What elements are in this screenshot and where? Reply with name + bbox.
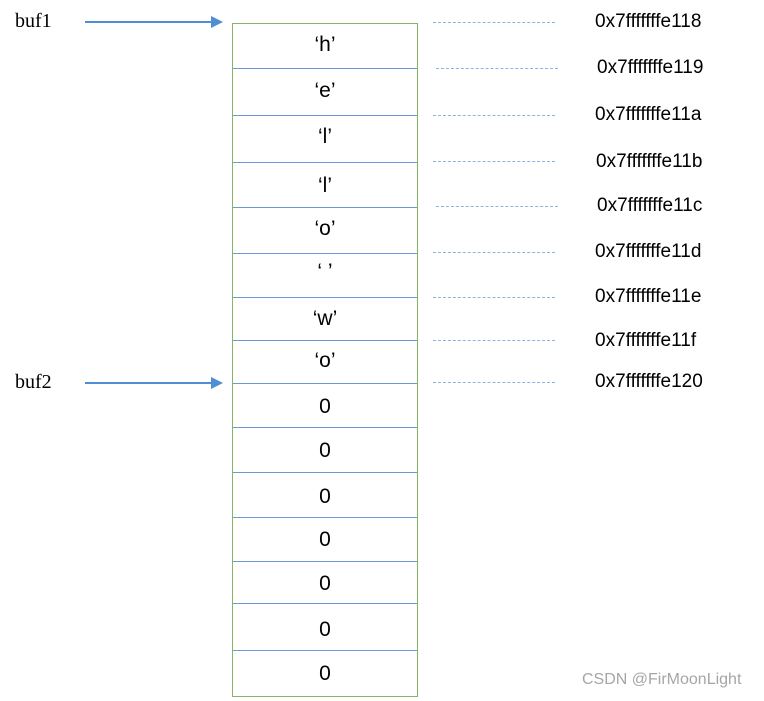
address-leader-line	[433, 340, 555, 341]
memory-cell: 0	[319, 662, 331, 685]
address-leader-line	[433, 22, 555, 23]
cell-divider	[233, 297, 417, 298]
address-leader-line	[433, 382, 555, 383]
cell-divider	[233, 472, 417, 473]
memory-cell: 0	[319, 572, 331, 595]
memory-address: 0x7fffffffe11d	[595, 241, 702, 262]
memory-address: 0x7fffffffe11e	[595, 286, 702, 307]
buf2-label: buf2	[15, 371, 52, 393]
memory-address: 0x7fffffffe120	[595, 371, 703, 392]
memory-cell: 0	[319, 439, 331, 462]
memory-cell: 0	[319, 485, 331, 508]
cell-divider	[233, 68, 417, 69]
address-leader-line	[436, 68, 558, 69]
watermark: CSDN @FirMoonLight	[582, 671, 742, 688]
memory-address: 0x7fffffffe11a	[595, 104, 702, 125]
cell-divider	[233, 340, 417, 341]
memory-address: 0x7fffffffe119	[597, 57, 704, 78]
memory-address: 0x7fffffffe11f	[595, 330, 697, 351]
cell-divider	[233, 561, 417, 562]
memory-cell: ‘l’	[318, 125, 332, 148]
address-leader-line	[433, 297, 555, 298]
memory-cell: ‘ ’	[317, 260, 333, 283]
memory-address: 0x7fffffffe118	[595, 11, 702, 32]
memory-cell: ‘w’	[312, 307, 338, 330]
cell-divider	[233, 650, 417, 651]
memory-cell: ‘o’	[314, 349, 336, 372]
cell-divider	[233, 115, 417, 116]
cell-divider	[233, 162, 417, 163]
memory-cell: 0	[319, 395, 331, 418]
cell-divider	[233, 517, 417, 518]
memory-cell: ‘o’	[314, 217, 336, 240]
memory-cell: 0	[319, 528, 331, 551]
memory-cell: 0	[319, 618, 331, 641]
memory-cell: ‘e’	[314, 79, 336, 102]
address-leader-line	[433, 161, 555, 162]
cell-divider	[233, 207, 417, 208]
memory-cell: ‘l’	[318, 174, 332, 197]
memory-cell: ‘h’	[314, 33, 336, 56]
buf1-label: buf1	[15, 10, 52, 32]
memory-buffer: ‘h’ ‘e’ ‘l’ ‘l’ ‘o’ ‘ ’ ‘w’ ‘o’ 0 0 0 0 …	[232, 23, 418, 697]
memory-address: 0x7fffffffe11b	[596, 151, 703, 172]
cell-divider	[233, 603, 417, 604]
cell-divider	[233, 253, 417, 254]
address-leader-line	[433, 252, 555, 253]
cell-divider	[233, 427, 417, 428]
address-leader-line	[433, 115, 555, 116]
cell-divider	[233, 383, 417, 384]
memory-address: 0x7fffffffe11c	[597, 195, 703, 216]
address-leader-line	[436, 206, 558, 207]
